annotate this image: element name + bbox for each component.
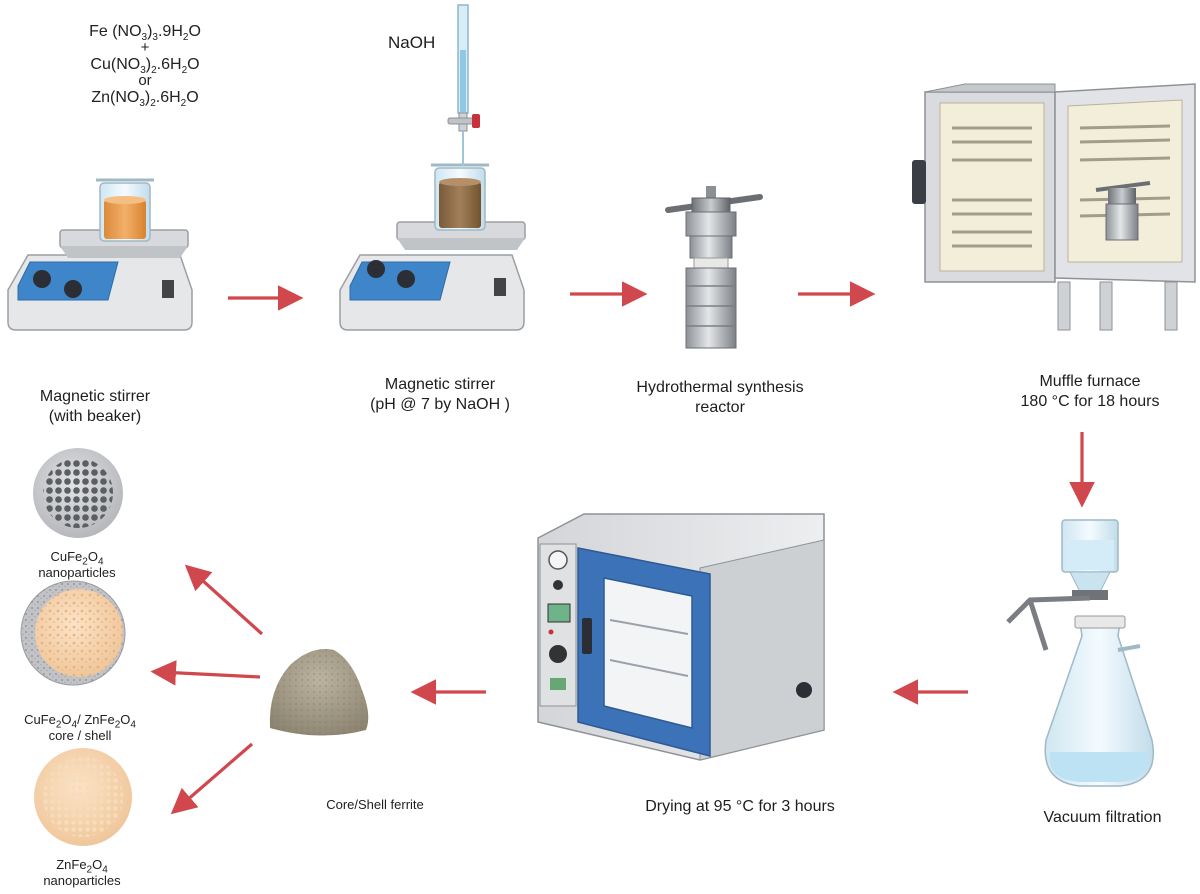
label-drying: Drying at 95 °C for 3 hours xyxy=(610,797,870,817)
label-reactor-line2: reactor xyxy=(695,399,745,416)
label-reactor-line1: Hydrothermal synthesis xyxy=(636,379,804,396)
arrow-powder-to-coreshell xyxy=(150,660,261,686)
label-filtration-line1: Vacuum filtration xyxy=(1043,809,1162,826)
nanoparticle-sphere-icon xyxy=(20,580,126,686)
label-furnace-line2: 180 °C for 18 hours xyxy=(1020,393,1160,410)
label-stirrer1-line2: (with beaker) xyxy=(48,408,142,425)
label-stirrer2-line1: Magnetic stirrer xyxy=(384,376,496,393)
reagent-list: Fe (NO3)3.9H2O + Cu(NO3)2.6H2O or Zn(NO3… xyxy=(60,22,230,110)
label-product-zn-line1: ZnFe2O4 xyxy=(56,857,108,876)
label-drying-line1: Drying at 95 °C for 3 hours xyxy=(645,798,835,815)
flow-arrows xyxy=(150,281,1095,815)
label-furnace-line1: Muffle furnace xyxy=(1039,373,1141,390)
muffle-furnace-icon xyxy=(912,83,1196,331)
nanoparticle-sphere-icon xyxy=(34,748,132,846)
label-product-coreshell: CuFe2O4/ ZnFe2O4 core / shell xyxy=(0,712,160,744)
label-stirrer1-line1: Magnetic stirrer xyxy=(39,388,151,405)
reagent-or: or xyxy=(138,72,152,89)
label-stirrer2: Magnetic stirrer (pH @ 7 by NaOH ) xyxy=(345,375,535,415)
label-product-cu-line1: CuFe2O4 xyxy=(50,549,104,568)
label-furnace: Muffle furnace 180 °C for 18 hours xyxy=(990,372,1190,412)
reagent-fe: Fe (NO3)3.9H2O xyxy=(89,23,201,44)
label-filtration: Vacuum filtration xyxy=(1015,808,1190,828)
arrow-powder-to-cu xyxy=(184,564,264,636)
reagent-cu: Cu(NO3)2.6H2O xyxy=(90,56,200,77)
reagent-plus: + xyxy=(140,39,150,56)
powder-pile-icon xyxy=(269,649,369,736)
hot-plate-stirrer-icon xyxy=(339,163,526,331)
label-ferrite: Core/Shell ferrite xyxy=(285,797,465,813)
label-reactor: Hydrothermal synthesis reactor xyxy=(605,378,835,418)
hot-plate-stirrer-icon xyxy=(7,178,193,331)
label-product-cu: CuFe2O4 nanoparticles xyxy=(22,549,132,581)
label-product-zn: ZnFe2O4 nanoparticles xyxy=(22,857,142,889)
naoh-text: NaOH xyxy=(388,33,436,52)
label-product-zn-line2: nanoparticles xyxy=(43,873,121,888)
arrow-powder-to-zn xyxy=(170,742,254,815)
burette-icon xyxy=(447,4,480,166)
label-product-cu-line2: nanoparticles xyxy=(38,565,116,580)
label-stirrer1: Magnetic stirrer (with beaker) xyxy=(0,387,190,427)
vacuum-filtration-flask-icon xyxy=(1006,519,1154,787)
label-stirrer2-line2: (pH @ 7 by NaOH ) xyxy=(370,396,510,413)
drying-oven-icon xyxy=(537,513,825,761)
label-product-coreshell-line2: core / shell xyxy=(48,728,112,743)
label-ferrite-line1: Core/Shell ferrite xyxy=(326,797,424,812)
naoh-label: NaOH xyxy=(388,33,458,53)
label-product-coreshell-line1: CuFe2O4/ ZnFe2O4 xyxy=(24,712,136,731)
autoclave-reactor-icon xyxy=(665,186,763,349)
reagent-zn: Zn(NO3)2.6H2O xyxy=(91,89,199,110)
nanoparticle-sphere-icon xyxy=(33,448,123,538)
